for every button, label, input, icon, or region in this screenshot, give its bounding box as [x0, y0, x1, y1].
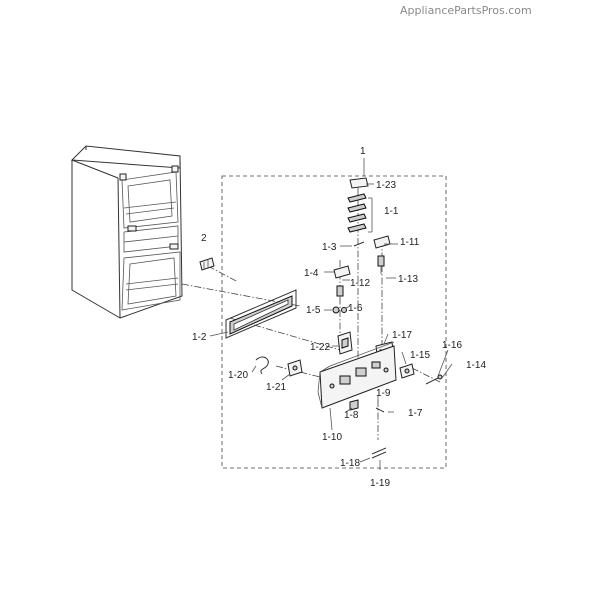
part-1-12-screw[interactable]	[336, 285, 344, 302]
label-1-14: 1-14	[466, 360, 486, 371]
label-1-22: 1-22	[310, 342, 330, 353]
label-1-19: 1-19	[370, 478, 390, 489]
part-1-3-pin[interactable]	[353, 241, 365, 247]
label-1-21: 1-21	[266, 382, 286, 393]
part-1-22-bracket[interactable]	[337, 331, 353, 355]
label-1-10: 1-10	[322, 432, 342, 443]
part-1-20-cable[interactable]	[255, 356, 269, 375]
label-1-7: 1-7	[408, 408, 423, 419]
part-1-23-cover[interactable]	[349, 177, 369, 189]
part-1-10-housing[interactable]	[317, 341, 397, 409]
label-1-13: 1-13	[398, 274, 418, 285]
refrigerator-cabinet	[70, 145, 183, 319]
part-1-5-washer[interactable]	[332, 306, 340, 314]
label-1-4: 1-4	[304, 268, 319, 279]
label-1-9: 1-9	[376, 388, 391, 399]
part-1-6-screw[interactable]	[341, 307, 347, 313]
part-1-11-cap[interactable]	[373, 235, 391, 249]
label-1-18: 1-18	[340, 458, 360, 469]
label-1-15: 1-15	[410, 350, 430, 361]
label-1-12: 1-12	[350, 278, 370, 289]
part-1-21-connector[interactable]	[287, 359, 303, 377]
part-1-1-stack[interactable]	[347, 193, 367, 233]
part-1-15-plate[interactable]	[399, 363, 415, 379]
label-1-23: 1-23	[376, 180, 396, 191]
label-1: 1	[360, 146, 366, 157]
part-1-8-block[interactable]	[349, 399, 359, 411]
part-2-bracket[interactable]	[199, 257, 215, 271]
part-1-7-screw[interactable]	[375, 407, 385, 413]
part-1-13-screw[interactable]	[377, 255, 385, 274]
label-1-11: 1-11	[400, 237, 420, 248]
part-1-14-pin[interactable]	[425, 377, 439, 385]
watermark-text: AppliancePartsPros.com	[400, 4, 532, 17]
label-1-17: 1-17	[392, 330, 412, 341]
part-1-4-cap[interactable]	[333, 265, 351, 279]
assembly-boundary	[221, 175, 447, 469]
label-1-3: 1-3	[322, 242, 337, 253]
label-1-5: 1-5	[306, 305, 321, 316]
label-2: 2	[201, 233, 207, 244]
label-1-6: 1-6	[348, 303, 363, 314]
label-1-1: 1-1	[384, 206, 399, 217]
label-1-20: 1-20	[228, 370, 248, 381]
label-1-8: 1-8	[344, 410, 359, 421]
part-1-18-pin[interactable]	[371, 447, 387, 459]
part-1-2-gasket[interactable]	[225, 289, 297, 339]
label-1-2: 1-2	[192, 332, 207, 343]
label-1-16: 1-16	[442, 340, 462, 351]
